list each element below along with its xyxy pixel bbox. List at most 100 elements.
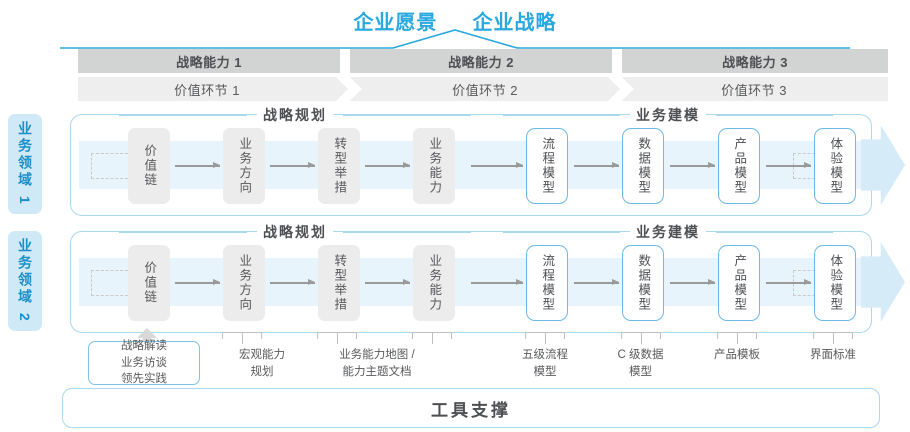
- flow-arrow-head-1: [861, 125, 905, 205]
- node-label-business-direction-1: 业务方向: [237, 137, 252, 195]
- top-title-group: 企业愿景 企业战略: [0, 6, 910, 35]
- domain-tab-2[interactable]: 业务领域 2: [8, 231, 42, 331]
- business-domain-lane-2: 战略规划 业务建模 价值链 业务方向 转型举措: [70, 222, 905, 333]
- node-business-direction-1[interactable]: 业务方向: [223, 128, 265, 204]
- capability-label-2: 战略能力 2: [448, 54, 514, 70]
- section-title-planning-label-2: 战略规划: [257, 222, 333, 242]
- node-process-model-2[interactable]: 流程模型: [526, 245, 568, 321]
- node-label-data-model-1: 数据模型: [636, 137, 651, 195]
- node-label-value-chain-1: 价值链: [142, 144, 157, 188]
- node-label-product-model-2: 产品模型: [732, 254, 747, 312]
- node-data-model-1[interactable]: 数据模型: [622, 128, 664, 204]
- lane-2-inner: 战略规划 业务建模 价值链 业务方向 转型举措: [71, 222, 905, 332]
- brace-transformation: [317, 332, 357, 344]
- node-process-model-1[interactable]: 流程模型: [526, 128, 568, 204]
- node-product-model-1[interactable]: 产品模型: [718, 128, 760, 204]
- brace-business-capability: [412, 332, 452, 344]
- section-title-planning-label-1: 战略规划: [257, 105, 333, 125]
- brace-process-model: [525, 332, 565, 344]
- dashed-stub-left-1: [91, 153, 133, 179]
- capability-cell-3[interactable]: 战略能力 3: [622, 49, 888, 73]
- tool-label-macro-capability: 宏观能力 规划: [239, 349, 285, 378]
- node-business-capability-1[interactable]: 业务能力: [413, 128, 455, 204]
- section-title-modeling-1: 业务建模: [503, 105, 833, 125]
- section-title-modeling-label-2: 业务建模: [630, 222, 706, 242]
- section-title-planning-1: 战略规划: [119, 105, 471, 125]
- vision-strategy-connector: [60, 29, 850, 49]
- brace-business-direction: [222, 332, 262, 344]
- connector-2-mid: [471, 279, 523, 286]
- capability-label-1: 战略能力 1: [176, 54, 242, 70]
- node-label-transformation-2: 转型举措: [332, 254, 347, 312]
- node-label-process-model-2: 流程模型: [540, 254, 555, 312]
- tool-label-strategy-inputs[interactable]: 战略解读 业务访谈 领先实践: [88, 340, 200, 386]
- capability-label-3: 战略能力 3: [722, 54, 788, 70]
- brace-product-model: [717, 332, 757, 344]
- dashed-stub-left-2: [91, 270, 133, 296]
- connector-1-5: [670, 162, 715, 169]
- connector-2-4: [574, 279, 619, 286]
- value-chain-bar: [78, 77, 888, 101]
- flow-arrow-head-2: [861, 242, 905, 322]
- value-chain-cell-2[interactable]: 价值环节 2: [362, 77, 608, 101]
- enterprise-vision-title: 企业愿景: [353, 12, 438, 34]
- section-title-modeling-label-1: 业务建模: [630, 105, 706, 125]
- tool-label-five-level-process: 五级流程 模型: [522, 349, 568, 378]
- node-label-experience-model-1: 体验模型: [828, 137, 843, 195]
- section-title-modeling-2: 业务建模: [503, 222, 833, 242]
- value-chain-label-2: 价值环节 2: [452, 82, 518, 98]
- node-value-chain-1[interactable]: 价值链: [128, 128, 170, 204]
- section-title-planning-2: 战略规划: [119, 222, 471, 242]
- enterprise-strategy-title: 企业战略: [472, 12, 557, 34]
- tool-label-c-level-data: C 级数据 模型: [617, 349, 664, 378]
- domain-tab-label-1: 业务领域 1: [17, 121, 33, 207]
- node-transformation-1[interactable]: 转型举措: [318, 128, 360, 204]
- value-chain-label-3: 价值环节 3: [721, 82, 787, 98]
- domain-tab-label-2: 业务领域 2: [17, 238, 33, 324]
- connector-1-3: [365, 162, 410, 169]
- node-business-capability-2[interactable]: 业务能力: [413, 245, 455, 321]
- node-label-process-model-1: 流程模型: [540, 137, 555, 195]
- node-business-direction-2[interactable]: 业务方向: [223, 245, 265, 321]
- value-chain-row: 价值环节 1 价值环节 2 价值环节 3: [78, 77, 888, 101]
- connector-2-3: [365, 279, 410, 286]
- node-label-product-model-1: 产品模型: [732, 137, 747, 195]
- tool-label-strategy-inputs-text: 战略解读 业务访谈 领先实践: [121, 340, 167, 386]
- node-label-business-capability-1: 业务能力: [427, 137, 442, 195]
- lane-1-inner: 战略规划 业务建模 价值链 业务方向 转型举措: [71, 105, 905, 215]
- node-value-chain-2[interactable]: 价值链: [128, 245, 170, 321]
- value-chain-cell-1[interactable]: 价值环节 1: [78, 77, 336, 101]
- node-data-model-2[interactable]: 数据模型: [622, 245, 664, 321]
- node-experience-model-2[interactable]: 体验模型: [814, 245, 856, 321]
- connector-2-6: [766, 279, 811, 286]
- domain-tab-1[interactable]: 业务领域 1: [8, 114, 42, 214]
- tool-label-capability-map: 业务能力地图 / 能力主题文档: [339, 349, 415, 378]
- node-label-business-direction-2: 业务方向: [237, 254, 252, 312]
- connector-2-1: [175, 279, 220, 286]
- connector-1-6: [766, 162, 811, 169]
- node-label-transformation-1: 转型举措: [332, 137, 347, 195]
- value-chain-cell-3[interactable]: 价值环节 3: [634, 77, 874, 101]
- node-label-value-chain-2: 价值链: [142, 261, 157, 305]
- tool-label-ui-standard: 界面标准: [810, 349, 856, 361]
- connector-2-5: [670, 279, 715, 286]
- brace-data-model: [621, 332, 661, 344]
- node-label-business-capability-2: 业务能力: [427, 254, 442, 312]
- connector-1-2: [270, 162, 315, 169]
- node-product-model-2[interactable]: 产品模型: [718, 245, 760, 321]
- brace-experience-model: [813, 332, 853, 344]
- node-transformation-2[interactable]: 转型举措: [318, 245, 360, 321]
- node-label-experience-model-2: 体验模型: [828, 254, 843, 312]
- business-domain-lane-1: 战略规划 业务建模 价值链 业务方向 转型举措: [70, 105, 905, 216]
- node-experience-model-1[interactable]: 体验模型: [814, 128, 856, 204]
- tool-support-bar[interactable]: 工具支撑: [62, 388, 880, 428]
- value-chain-label-1: 价值环节 1: [174, 82, 240, 98]
- capability-cell-2[interactable]: 战略能力 2: [350, 49, 612, 73]
- strategic-capability-row: 战略能力 1 战略能力 2 战略能力 3: [78, 49, 888, 73]
- capability-cell-1[interactable]: 战略能力 1: [78, 49, 340, 73]
- connector-1-1: [175, 162, 220, 169]
- connector-1-4: [574, 162, 619, 169]
- connector-2-2: [270, 279, 315, 286]
- node-label-data-model-2: 数据模型: [636, 254, 651, 312]
